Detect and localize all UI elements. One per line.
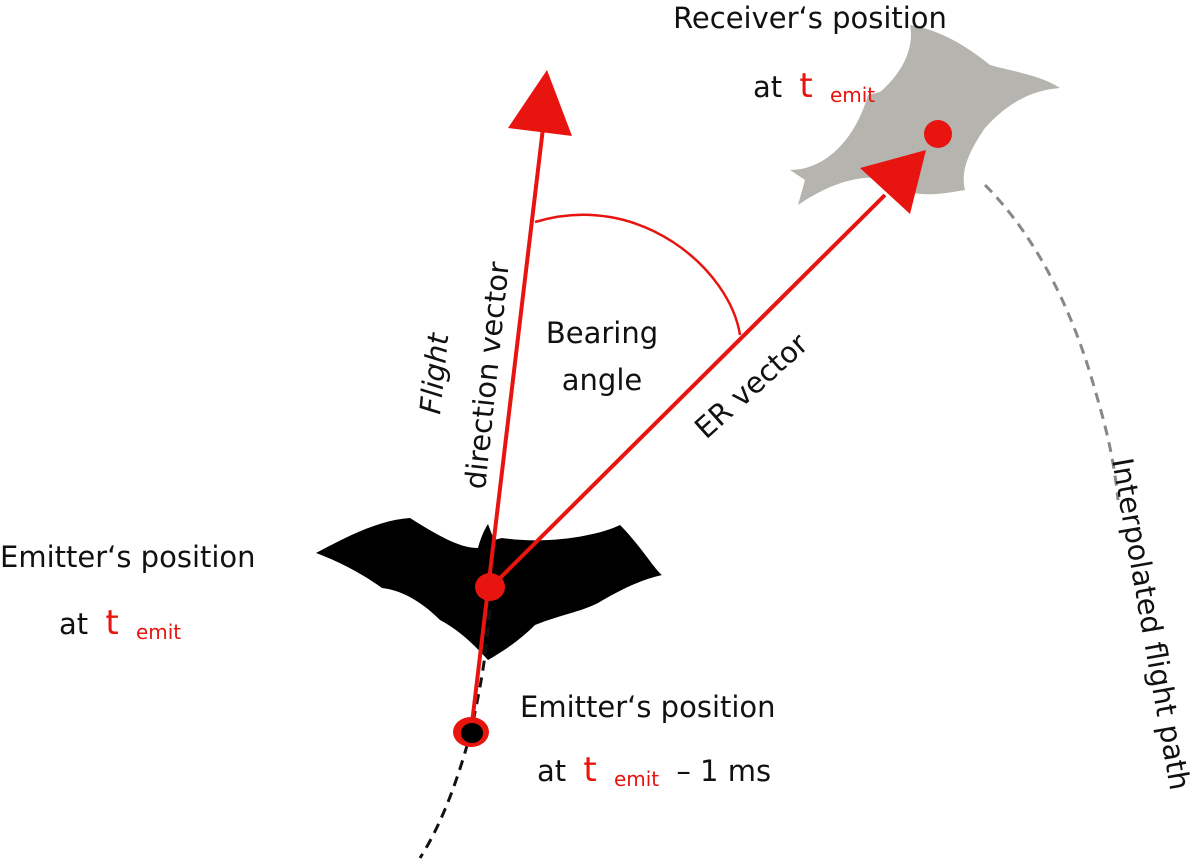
flight-direction-vector	[468, 127, 545, 741]
bearing-label-line2: angle	[562, 363, 642, 397]
er-vector-arrowhead	[860, 150, 926, 214]
er-vector-line	[488, 193, 887, 590]
emitter-emit-subscript: emit	[136, 620, 181, 644]
receiver-emit-subscript: emit	[830, 83, 875, 107]
receiver-position-dot	[924, 120, 952, 148]
previous-t-symbol: t	[583, 750, 596, 790]
emitter-time-label: at t emit	[59, 603, 181, 644]
receiver-t-symbol: t	[799, 66, 812, 106]
previous-position-center	[461, 723, 483, 743]
previous-emit-subscript: emit	[614, 767, 659, 791]
emitter-title: Emitter‘s position	[0, 540, 256, 574]
receiver-title: Receiver‘s position	[673, 1, 947, 35]
interpolated-flight-path-label: Interpolated flight path	[1105, 455, 1197, 792]
previous-minus-1ms: – 1 ms	[676, 754, 771, 788]
er-vector-label: ER vector	[688, 326, 815, 445]
interpolated-flight-path	[983, 183, 1120, 501]
previous-position-time-label: at t emit – 1 ms	[537, 750, 771, 793]
emitter-t-symbol: t	[105, 603, 118, 643]
previous-at: at	[537, 754, 566, 788]
emitter-at: at	[59, 607, 88, 641]
receiver-at: at	[753, 70, 782, 104]
flight-direction-arrowhead	[508, 70, 572, 136]
bearing-label-line1: Bearing	[546, 316, 658, 350]
flight-label-line1: Flight	[413, 330, 455, 416]
flight-label-line2: direction vector	[458, 260, 516, 491]
receiver-bat-icon	[790, 25, 1060, 205]
previous-position-title: Emitter‘s position	[520, 690, 776, 724]
receiver-time-label: at t emit	[753, 66, 875, 107]
bearing-angle-arc	[534, 213, 742, 336]
emitter-position-dot	[475, 573, 505, 601]
